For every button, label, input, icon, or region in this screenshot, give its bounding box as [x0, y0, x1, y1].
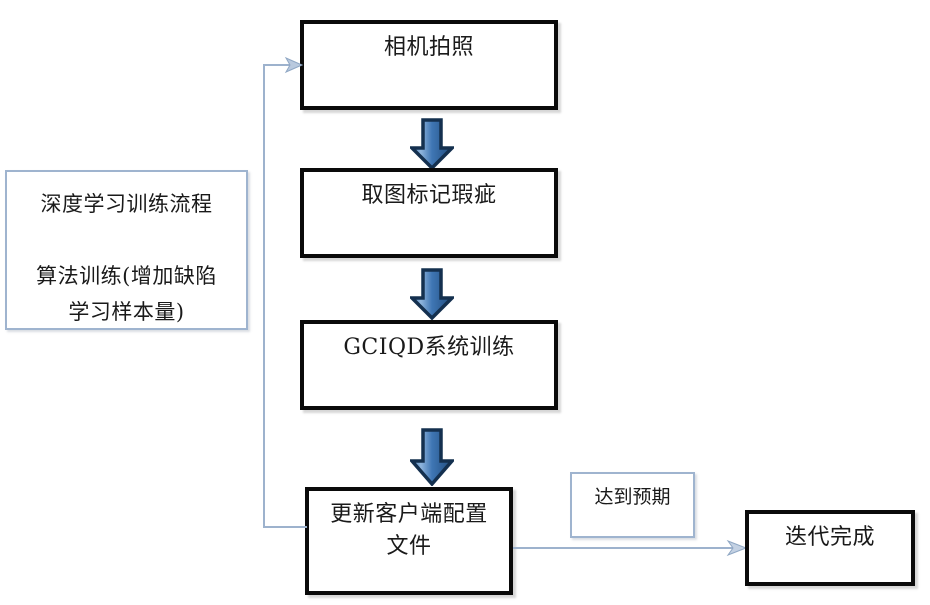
process-box-label-defects[interactable]: 取图标记瑕疵 [300, 168, 558, 258]
block-arrow-down-2 [410, 268, 454, 320]
feedback-arrowhead-icon [284, 56, 304, 74]
note-box-training-process[interactable]: 深度学习训练流程 算法训练(增加缺陷 学习样本量) [5, 170, 248, 330]
process-box-camera-capture[interactable]: 相机拍照 [300, 20, 558, 110]
done-connector-line [513, 547, 737, 549]
note-box-meets-expectation[interactable]: 达到预期 [570, 472, 695, 538]
process-box-label-defects-label: 取图标记瑕疵 [361, 183, 497, 208]
process-box-update-client-config[interactable]: 更新客户端配置 文件 [305, 487, 513, 595]
process-box-iteration-complete[interactable]: 迭代完成 [745, 510, 915, 586]
note-box-training-process-label: 深度学习训练流程 算法训练(增加缺陷 学习样本量) [36, 192, 217, 324]
done-arrowhead-icon [726, 539, 748, 557]
feedback-line-vertical-segment [263, 64, 265, 527]
process-box-gciqd-training[interactable]: GCIQD系统训练 [300, 320, 558, 410]
feedback-line-bottom-segment [263, 526, 307, 528]
block-arrow-down-1 [410, 118, 454, 170]
note-box-meets-expectation-label: 达到预期 [594, 486, 671, 508]
process-box-gciqd-training-label: GCIQD系统训练 [343, 335, 515, 360]
process-box-update-client-config-label: 更新客户端配置 文件 [330, 502, 488, 559]
process-box-camera-capture-label: 相机拍照 [383, 35, 474, 60]
process-box-iteration-complete-label: 迭代完成 [784, 525, 875, 550]
block-arrow-down-3 [410, 428, 454, 486]
feedback-line-top-segment [263, 64, 296, 66]
